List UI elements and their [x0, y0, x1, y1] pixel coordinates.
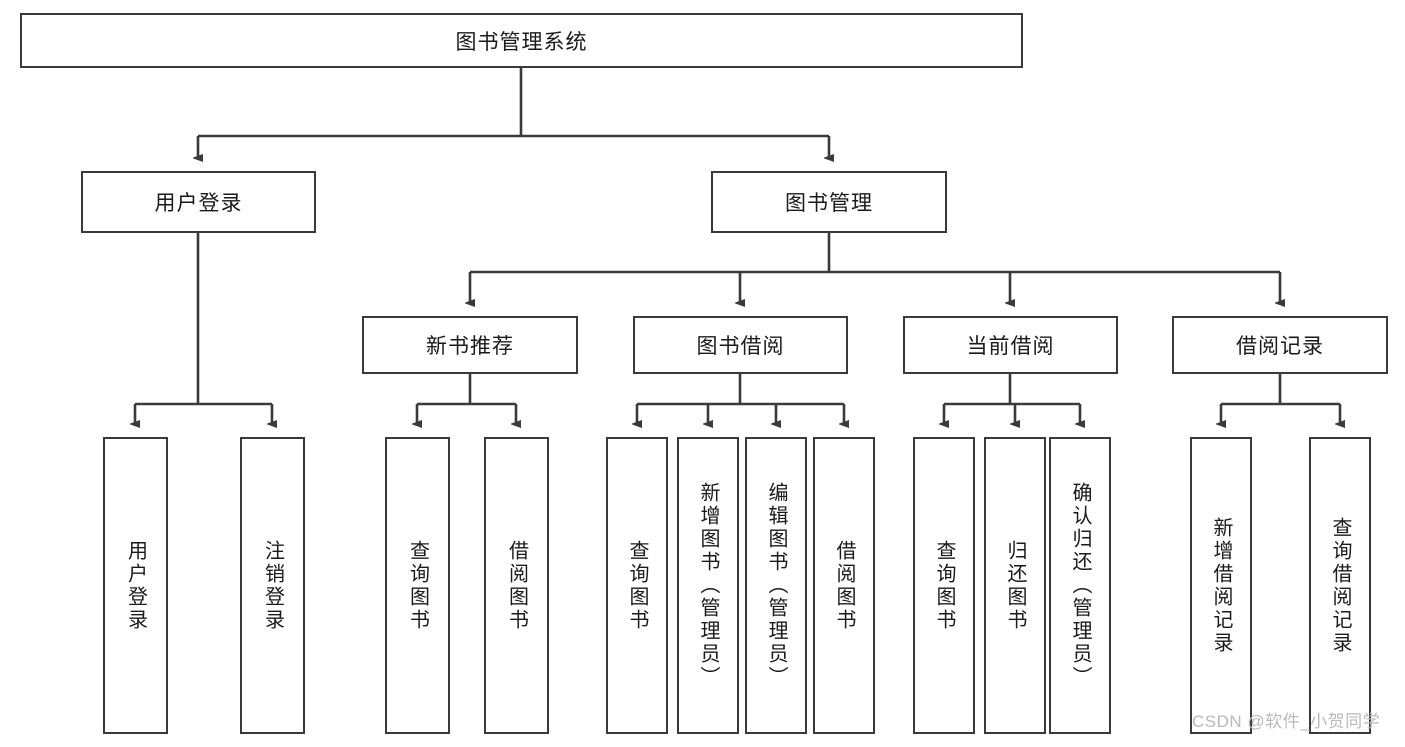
node-root-label: 图书管理系统	[455, 30, 588, 54]
node-leaf-logout[interactable]: 注销登录	[240, 437, 305, 734]
node-user-login-label: 用户登录	[154, 192, 243, 215]
node-leaf-query-borrow-record-label: 查询借阅记录	[1329, 516, 1351, 655]
node-root[interactable]: 图书管理系统	[20, 13, 1023, 68]
node-leaf-query-book-borrow-label: 查询图书	[626, 539, 648, 632]
node-leaf-query-book-recommend[interactable]: 查询图书	[385, 437, 450, 734]
node-leaf-add-borrow-record[interactable]: 新增借阅记录	[1190, 437, 1252, 734]
node-book-management[interactable]: 图书管理	[711, 171, 947, 233]
node-leaf-borrow-book-recommend[interactable]: 借阅图书	[484, 437, 549, 734]
node-borrow-records-label: 借阅记录	[1236, 335, 1324, 358]
node-book-management-label: 图书管理	[785, 192, 873, 215]
node-leaf-borrow-book-recommend-label: 借阅图书	[505, 539, 528, 632]
node-borrow-records[interactable]: 借阅记录	[1172, 316, 1388, 374]
node-leaf-query-book-recommend-label: 查询图书	[406, 539, 429, 632]
node-current-borrow[interactable]: 当前借阅	[903, 316, 1118, 374]
node-book-borrow[interactable]: 图书借阅	[633, 316, 848, 374]
node-leaf-confirm-return-admin[interactable]: 确认归还（管理员）	[1049, 437, 1111, 734]
node-leaf-add-borrow-record-label: 新增借阅记录	[1210, 516, 1232, 655]
node-user-login[interactable]: 用户登录	[81, 171, 316, 233]
node-current-borrow-label: 当前借阅	[966, 335, 1055, 358]
node-new-book-recommend-label: 新书推荐	[426, 335, 514, 358]
node-leaf-confirm-return-admin-label: 确认归还（管理员）	[1069, 482, 1091, 689]
node-leaf-query-borrow-record[interactable]: 查询借阅记录	[1309, 437, 1371, 734]
node-new-book-recommend[interactable]: 新书推荐	[362, 316, 578, 374]
node-leaf-add-book-admin-label: 新增图书（管理员）	[697, 482, 719, 689]
node-leaf-user-login[interactable]: 用户登录	[103, 437, 168, 734]
node-leaf-borrow-book[interactable]: 借阅图书	[813, 437, 875, 734]
node-leaf-edit-book-admin[interactable]: 编辑图书（管理员）	[745, 437, 807, 734]
csdn-watermark: CSDN @软件_小贺同学	[1192, 712, 1381, 731]
node-leaf-user-login-label: 用户登录	[124, 539, 147, 632]
node-leaf-query-book-current[interactable]: 查询图书	[913, 437, 975, 734]
node-leaf-add-book-admin[interactable]: 新增图书（管理员）	[677, 437, 739, 734]
node-leaf-query-book-current-label: 查询图书	[933, 539, 955, 632]
node-leaf-logout-label: 注销登录	[261, 539, 284, 632]
node-leaf-return-book[interactable]: 归还图书	[984, 437, 1046, 734]
node-leaf-query-book-borrow[interactable]: 查询图书	[606, 437, 668, 734]
node-leaf-edit-book-admin-label: 编辑图书（管理员）	[765, 482, 787, 689]
node-leaf-borrow-book-label: 借阅图书	[833, 539, 855, 632]
node-book-borrow-label: 图书借阅	[696, 335, 785, 358]
node-leaf-return-book-label: 归还图书	[1004, 539, 1026, 632]
